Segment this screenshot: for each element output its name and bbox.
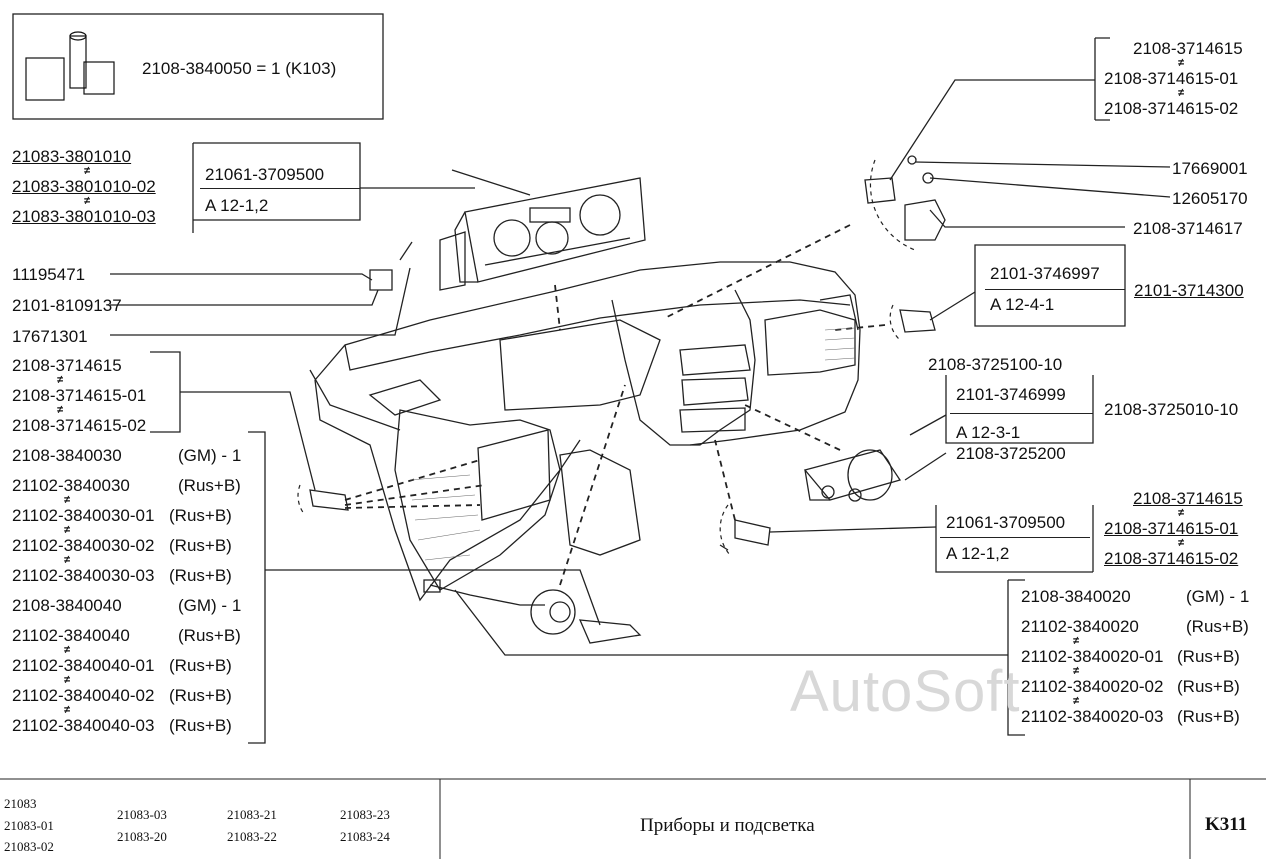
left-sensor-tag: (Rus+B) bbox=[169, 686, 232, 705]
cluster-part-1: 21083-3801010 bbox=[12, 147, 132, 166]
right-sensor-part: 21102-3840020-01 bbox=[1021, 647, 1164, 666]
part-12605170: 12605170 bbox=[1172, 189, 1248, 208]
lighter-assembly: 2108-3725010-10 bbox=[1104, 400, 1239, 419]
not-equal-icon: ≠ bbox=[1178, 507, 1185, 519]
left-sensor-tag: (Rus+B) bbox=[169, 506, 232, 525]
left-sensor-tag: (Rus+B) bbox=[178, 626, 241, 645]
not-equal-icon: ≠ bbox=[64, 494, 71, 506]
cluster-part-3: 21083-3801010-03 bbox=[12, 207, 156, 226]
left-sensor-part: 21102-3840040-02 bbox=[12, 686, 155, 705]
left-sensor-tag: (GM) - 1 bbox=[178, 446, 242, 465]
not-equal-icon: ≠ bbox=[57, 374, 64, 386]
right-switch-part-3: 2108-3714615-02 bbox=[1104, 549, 1239, 568]
lamp-bottom-spec: A 12-1,2 bbox=[946, 544, 1010, 563]
model-21083-22: 21083-22 bbox=[227, 829, 277, 844]
right-sensor-tag: (Rus+B) bbox=[1177, 707, 1240, 726]
left-sensor-tag: (GM) - 1 bbox=[178, 596, 242, 615]
left-sensor-tag: (Rus+B) bbox=[169, 566, 232, 585]
not-equal-icon: ≠ bbox=[1178, 537, 1185, 549]
lamp-right-assembly: 2101-3714300 bbox=[1134, 281, 1244, 300]
left-sensor-part: 21102-3840030 bbox=[12, 476, 130, 495]
kit-label: 2108-3840050 = 1 (K103) bbox=[142, 59, 337, 78]
page-title: Приборы и подсветка bbox=[640, 815, 815, 836]
right-sensor-tag: (GM) - 1 bbox=[1186, 587, 1250, 606]
right-sensor-part: 21102-3840020-02 bbox=[1021, 677, 1164, 696]
model-21083: 21083 bbox=[4, 796, 37, 811]
model-21083-24: 21083-24 bbox=[340, 829, 390, 844]
model-21083-03: 21083-03 bbox=[117, 807, 167, 822]
model-21083-23: 21083-23 bbox=[340, 807, 390, 822]
model-21083-21: 21083-21 bbox=[227, 807, 277, 822]
model-21083-01: 21083-01 bbox=[4, 818, 54, 833]
right-sensor-tag: (Rus+B) bbox=[1177, 677, 1240, 696]
not-equal-icon: ≠ bbox=[64, 674, 71, 686]
part-11195471: 11195471 bbox=[12, 265, 86, 284]
left-sensor-part: 21102-3840040-03 bbox=[12, 716, 155, 735]
not-equal-icon: ≠ bbox=[1178, 87, 1185, 99]
left-sensor-part: 21102-3840040-01 bbox=[12, 656, 155, 675]
lamp-bottom-divider bbox=[940, 537, 1090, 538]
right-sensor-tag: (Rus+B) bbox=[1186, 617, 1249, 636]
left-switch-part-3: 2108-3714615-02 bbox=[12, 416, 147, 435]
not-equal-icon: ≠ bbox=[64, 644, 71, 656]
not-equal-icon: ≠ bbox=[1073, 695, 1080, 707]
model-21083-02: 21083-02 bbox=[4, 839, 54, 854]
left-sensor-tag: (Rus+B) bbox=[169, 656, 232, 675]
lamp-top-spec: A 12-1,2 bbox=[205, 196, 269, 215]
lighter-part: 2108-3725100-10 bbox=[928, 355, 1063, 374]
not-equal-icon: ≠ bbox=[84, 195, 91, 207]
cluster-part-2: 21083-3801010-02 bbox=[12, 177, 156, 196]
top-right-part-1: 2108-3714615 bbox=[1133, 39, 1243, 58]
lighter-spec: A 12-3-1 bbox=[956, 423, 1021, 442]
not-equal-icon: ≠ bbox=[1178, 57, 1185, 69]
not-equal-icon: ≠ bbox=[64, 704, 71, 716]
left-sensor-tag: (Rus+B) bbox=[169, 716, 232, 735]
right-sensor-part: 21102-3840020 bbox=[1021, 617, 1139, 636]
top-right-part-3: 2108-3714615-02 bbox=[1104, 99, 1239, 118]
left-sensor-tag: (Rus+B) bbox=[169, 536, 232, 555]
page-code: K311 bbox=[1205, 814, 1248, 835]
lamp-right-divider bbox=[985, 289, 1125, 290]
left-sensor-part: 2108-3840040 bbox=[12, 596, 122, 615]
right-switch-part-2: 2108-3714615-01 bbox=[1104, 519, 1239, 538]
part-2108-3714617: 2108-3714617 bbox=[1133, 219, 1243, 238]
lamp-bottom-part: 21061-3709500 bbox=[946, 513, 1066, 532]
lighter-holder: 2108-3725200 bbox=[956, 444, 1066, 463]
not-equal-icon: ≠ bbox=[57, 404, 64, 416]
left-sensor-part: 2108-3840030 bbox=[12, 446, 122, 465]
left-sensor-part: 21102-3840030-02 bbox=[12, 536, 155, 555]
not-equal-icon: ≠ bbox=[64, 524, 71, 536]
left-sensor-part: 21102-3840030-01 bbox=[12, 506, 155, 525]
lamp-top-part: 21061-3709500 bbox=[205, 165, 325, 184]
lighter-lamp: 2101-3746999 bbox=[956, 385, 1066, 404]
not-equal-icon: ≠ bbox=[64, 554, 71, 566]
not-equal-icon: ≠ bbox=[1073, 635, 1080, 647]
not-equal-icon: ≠ bbox=[84, 165, 91, 177]
lighter-divider bbox=[950, 413, 1093, 414]
part-17671301: 17671301 bbox=[12, 327, 88, 346]
lamp-top-divider bbox=[200, 188, 360, 189]
lamp-right-spec: A 12-4-1 bbox=[990, 295, 1055, 314]
not-equal-icon: ≠ bbox=[1073, 665, 1080, 677]
left-switch-part-1: 2108-3714615 bbox=[12, 356, 122, 375]
lamp-right-part: 2101-3746997 bbox=[990, 264, 1100, 283]
right-sensor-part: 21102-3840020-03 bbox=[1021, 707, 1164, 726]
left-sensor-part: 21102-3840030-03 bbox=[12, 566, 155, 585]
left-switch-part-2: 2108-3714615-01 bbox=[12, 386, 147, 405]
watermark: AutoSoft bbox=[790, 659, 1021, 724]
part-2101-8109137: 2101-8109137 bbox=[12, 296, 122, 315]
right-sensor-tag: (Rus+B) bbox=[1177, 647, 1240, 666]
left-sensor-part: 21102-3840040 bbox=[12, 626, 130, 645]
right-sensor-part: 2108-3840020 bbox=[1021, 587, 1131, 606]
right-switch-part-1: 2108-3714615 bbox=[1133, 489, 1243, 508]
model-21083-20: 21083-20 bbox=[117, 829, 167, 844]
left-sensor-tag: (Rus+B) bbox=[178, 476, 241, 495]
top-right-part-2: 2108-3714615-01 bbox=[1104, 69, 1239, 88]
part-17669001: 17669001 bbox=[1172, 159, 1248, 178]
